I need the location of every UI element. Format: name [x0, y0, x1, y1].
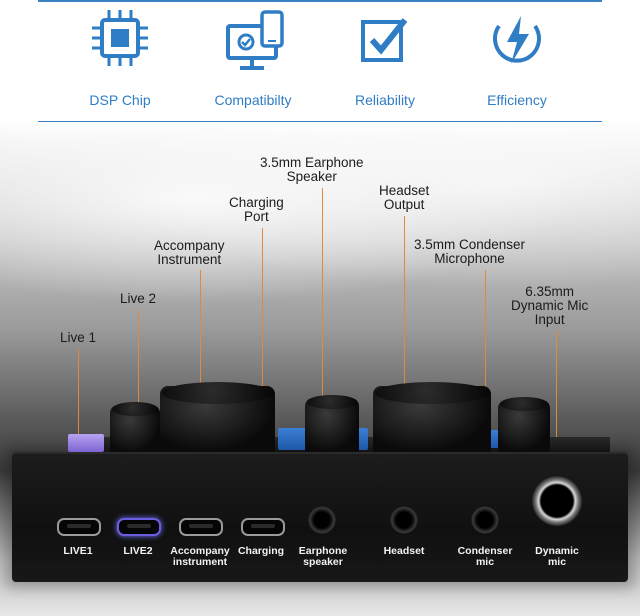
- port-label-line: Condenser: [457, 545, 513, 557]
- port-label-line: speaker: [303, 556, 343, 568]
- callout-line: Input: [534, 312, 565, 327]
- feature-label: Compatibilty: [214, 92, 292, 108]
- feature-bar-bottom-rule: [38, 121, 602, 122]
- knob-small-left[interactable]: [110, 402, 160, 453]
- knob-small-right[interactable]: [498, 397, 550, 452]
- purple-button: [68, 434, 104, 452]
- callout-line: Headset: [379, 183, 430, 198]
- sound-card-device: LIVE1 LIVE2 Accompany instrument Chargin…: [12, 452, 628, 582]
- knob-cap: [375, 382, 489, 404]
- feature-bar-top-rule: [38, 0, 602, 2]
- knob-cap: [500, 397, 548, 411]
- feature-bar: DSP Chip Compatibilty Reliability: [0, 0, 640, 125]
- port-label-line: LIVE1: [63, 545, 93, 557]
- knob-cap: [307, 395, 357, 409]
- port-label-accompany: Accompany instrument: [164, 546, 236, 568]
- callout-line: 6.35mm: [525, 284, 575, 299]
- feature-dsp-chip: DSP Chip: [55, 6, 185, 118]
- knob-large-left[interactable]: [160, 382, 275, 452]
- callout-charging: Charging Port: [229, 196, 284, 224]
- port-label-live1: LIVE1: [50, 546, 106, 557]
- feature-label: Efficiency: [487, 92, 547, 108]
- feature-label: Reliability: [355, 92, 415, 108]
- callout-earphone: 3.5mm Earphone Speaker: [260, 156, 364, 184]
- callout-live1: Live 1: [60, 331, 96, 345]
- callout-line: 3.5mm Condenser: [414, 237, 526, 252]
- leader-earphone: [322, 188, 323, 508]
- callout-dynamic: 6.35mm Dynamic Mic Input: [511, 285, 588, 327]
- port-condenser[interactable]: [471, 506, 499, 534]
- callout-line: Speaker: [286, 169, 337, 184]
- port-headset[interactable]: [390, 506, 418, 534]
- callout-line: Output: [383, 197, 425, 212]
- port-label-live2: LIVE2: [110, 546, 166, 557]
- leader-headset: [404, 216, 405, 508]
- leader-dynamic: [556, 330, 557, 464]
- knob-large-right[interactable]: [373, 382, 491, 452]
- port-label-line: Charging: [237, 545, 285, 557]
- port-label-line: Dynamic: [535, 545, 579, 557]
- port-label-line: Earphone: [298, 545, 348, 557]
- knob-small-middle[interactable]: [305, 395, 359, 452]
- port-label-headset: Headset: [372, 546, 436, 557]
- port-earphone[interactable]: [308, 506, 336, 534]
- callout-condenser: 3.5mm Condenser Microphone: [414, 238, 525, 266]
- port-dynamic[interactable]: [532, 476, 582, 526]
- callout-line: Microphone: [434, 251, 505, 266]
- port-label-earphone: Earphone speaker: [290, 546, 356, 568]
- port-live2[interactable]: [117, 518, 161, 536]
- feature-reliability: Reliability: [320, 6, 450, 118]
- port-label-dynamic: Dynamic mic: [524, 546, 590, 568]
- port-label-condenser: Condenser mic: [452, 546, 518, 568]
- port-label-line: mic: [547, 556, 567, 568]
- port-label-charging: Charging: [230, 546, 292, 557]
- leader-charging: [262, 228, 263, 515]
- port-live1[interactable]: [57, 518, 101, 536]
- callout-line: Charging: [229, 195, 284, 210]
- background-haze: [0, 120, 640, 320]
- port-label-line: instrument: [172, 556, 228, 568]
- port-label-line: LIVE2: [123, 545, 153, 557]
- port-charging[interactable]: [241, 518, 285, 536]
- feature-compatibility: Compatibilty: [188, 6, 318, 118]
- callout-headset: Headset Output: [379, 184, 429, 212]
- callout-line: Live 2: [120, 291, 157, 306]
- knob-cap: [112, 402, 158, 416]
- callout-line: Dynamic Mic: [511, 298, 589, 313]
- monitor-phone-icon: [226, 10, 284, 70]
- callout-accompany: Accompany Instrument: [154, 239, 225, 267]
- feature-label: DSP Chip: [89, 92, 151, 108]
- checkbox-icon: [361, 18, 408, 62]
- callout-line: Instrument: [157, 252, 222, 267]
- callout-line: 3.5mm Earphone: [260, 155, 364, 170]
- callout-line: Live 1: [60, 330, 97, 345]
- port-label-line: mic: [475, 556, 495, 568]
- knob-cap: [162, 382, 273, 404]
- port-label-line: Headset: [383, 545, 425, 557]
- callout-line: Accompany: [154, 238, 225, 253]
- port-accompany[interactable]: [179, 518, 223, 536]
- feature-efficiency: Efficiency: [452, 6, 582, 118]
- power-bolt-icon: [493, 16, 541, 64]
- port-label-line: Accompany: [170, 545, 230, 557]
- callout-line: Port: [244, 209, 269, 224]
- callout-live2: Live 2: [120, 292, 156, 306]
- chip-icon: [92, 10, 148, 66]
- leader-live1: [78, 349, 79, 515]
